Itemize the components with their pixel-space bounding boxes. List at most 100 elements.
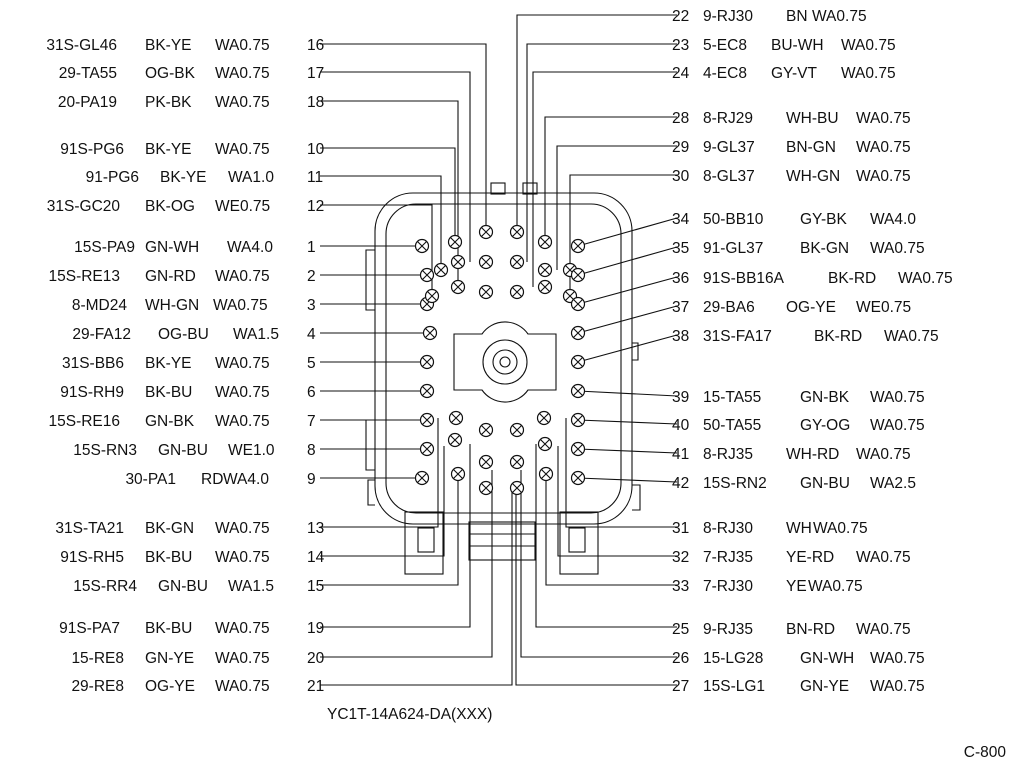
pin-cavity-cross (512, 287, 522, 297)
circuit-label: 50-TA55 (703, 417, 761, 434)
pin-number: 28 (672, 110, 689, 127)
wire-label: WA0.75 (856, 621, 911, 638)
pin-cavity-cross (481, 483, 491, 493)
pin-cavity-cross (573, 386, 583, 396)
wire-label: WA0.75 (215, 620, 270, 637)
circuit-label: 15S-RE13 (48, 268, 120, 285)
color-label: GN-BU (158, 578, 208, 595)
pin-cavity-cross (540, 439, 550, 449)
pin-number: 12 (307, 198, 324, 215)
pin-cavity-cross (573, 357, 583, 367)
connector-housing (365, 182, 641, 575)
wire-label: WA1.5 (233, 326, 279, 343)
pin-cavity-cross (573, 241, 583, 251)
color-label: BK-BU (145, 549, 192, 566)
pin-number: 25 (672, 621, 689, 638)
pin-number: 5 (307, 355, 316, 372)
color-label: BN-RD (786, 621, 835, 638)
color-label: BK-OG (145, 198, 195, 215)
color-label: GN-BK (800, 389, 850, 406)
pin-cavity-cross (451, 413, 461, 423)
pin-cavity-cross (422, 270, 432, 280)
pin-cavity-cross (573, 328, 583, 338)
wire-label: WA0.75 (841, 65, 896, 82)
wire-label: WA2.5 (870, 475, 916, 492)
pin-number: 6 (307, 384, 316, 401)
pin-cavity-cross (573, 444, 583, 454)
pin-cavity-cross (453, 469, 463, 479)
wire-label: WA0.75 (856, 549, 911, 566)
color-label: GN-BK (145, 413, 195, 430)
pin-cavity-cross (540, 237, 550, 247)
color-label: BK-GN (145, 520, 194, 537)
color-label: GN-BU (158, 442, 208, 459)
pin-number: 14 (307, 549, 325, 566)
pin-number: 32 (672, 549, 689, 566)
pin-number: 22 (672, 8, 689, 25)
pin-number: 37 (672, 299, 689, 316)
wire-label: WA0.75 (856, 139, 911, 156)
pin-cavity-cross (481, 457, 491, 467)
pin-cavity-cross (481, 227, 491, 237)
wire-label: WA0.75 (215, 678, 270, 695)
circuit-label: 31S-GL46 (46, 37, 117, 54)
circuit-label: 29-RE8 (71, 678, 124, 695)
color-label: BK-GN (800, 240, 849, 257)
wire-label: WA0.75 (813, 520, 868, 537)
color-label: BN-GN (786, 139, 836, 156)
color-label: OG-BK (145, 65, 196, 82)
pin-cavity-cross (422, 357, 432, 367)
circuit-label: 8-RJ35 (703, 446, 753, 463)
color-label: BK-YE (145, 355, 192, 372)
wire-label: WA4.0 (870, 211, 916, 228)
pin-cavity-cross (436, 265, 446, 275)
pin-number: 34 (672, 211, 690, 228)
pin-number: 29 (672, 139, 689, 156)
color-label: BK-YE (145, 141, 192, 158)
color-label: BK-YE (145, 37, 192, 54)
circuit-label: 15S-RE16 (48, 413, 120, 430)
circuit-label: 15-RE8 (71, 650, 124, 667)
wire-label: WA4.0 (223, 471, 269, 488)
circuit-label: 91S-RH9 (60, 384, 124, 401)
pin-cavity-cross (540, 282, 550, 292)
wire-label: WA0.75 (213, 297, 268, 314)
wire-label: WA0.75 (812, 8, 867, 25)
color-label: WH-GN (145, 297, 199, 314)
circuit-label: 91S-PG6 (60, 141, 124, 158)
wire-label: WA0.75 (215, 650, 270, 667)
color-label: YE (786, 578, 807, 595)
color-label: GY-BK (800, 211, 847, 228)
pin-number: 2 (307, 268, 316, 285)
color-label: BK-BU (145, 620, 192, 637)
wire-label: WE0.75 (856, 299, 911, 316)
color-label: OG-BU (158, 326, 209, 343)
wire-label: WA0.75 (215, 37, 270, 54)
circuit-label: 15S-PA9 (74, 239, 135, 256)
pin-number: 17 (307, 65, 324, 82)
circuit-label: 15-LG28 (703, 650, 763, 667)
circuit-label: 29-TA55 (59, 65, 117, 82)
wire-label: WA0.75 (884, 328, 939, 345)
color-label: BN (786, 8, 808, 25)
color-label: OG-YE (145, 678, 195, 695)
pin-number: 38 (672, 328, 689, 345)
pin-number: 3 (307, 297, 316, 314)
color-label: OG-YE (786, 299, 836, 316)
pin-number: 15 (307, 578, 324, 595)
wire-label: WA0.75 (215, 268, 270, 285)
color-label: GY-OG (800, 417, 850, 434)
pin-cavity-cross (565, 291, 575, 301)
wire-label: WA0.75 (215, 141, 270, 158)
pin-number: 23 (672, 37, 689, 54)
wire-label: WA0.75 (215, 94, 270, 111)
wire-label: WA0.75 (856, 168, 911, 185)
pin-number: 9 (307, 471, 316, 488)
right-pin-labels: 22 9-RJ30 BN WA0.75 23 5-EC8 BU-WH WA0.7… (672, 8, 953, 695)
color-label: GN-BU (800, 475, 850, 492)
pin-number: 1 (307, 239, 316, 256)
circuit-label: 91S-RH5 (60, 549, 124, 566)
circuit-label: 31S-GC20 (47, 198, 121, 215)
circuit-label: 7-RJ35 (703, 549, 753, 566)
pin-number: 8 (307, 442, 316, 459)
